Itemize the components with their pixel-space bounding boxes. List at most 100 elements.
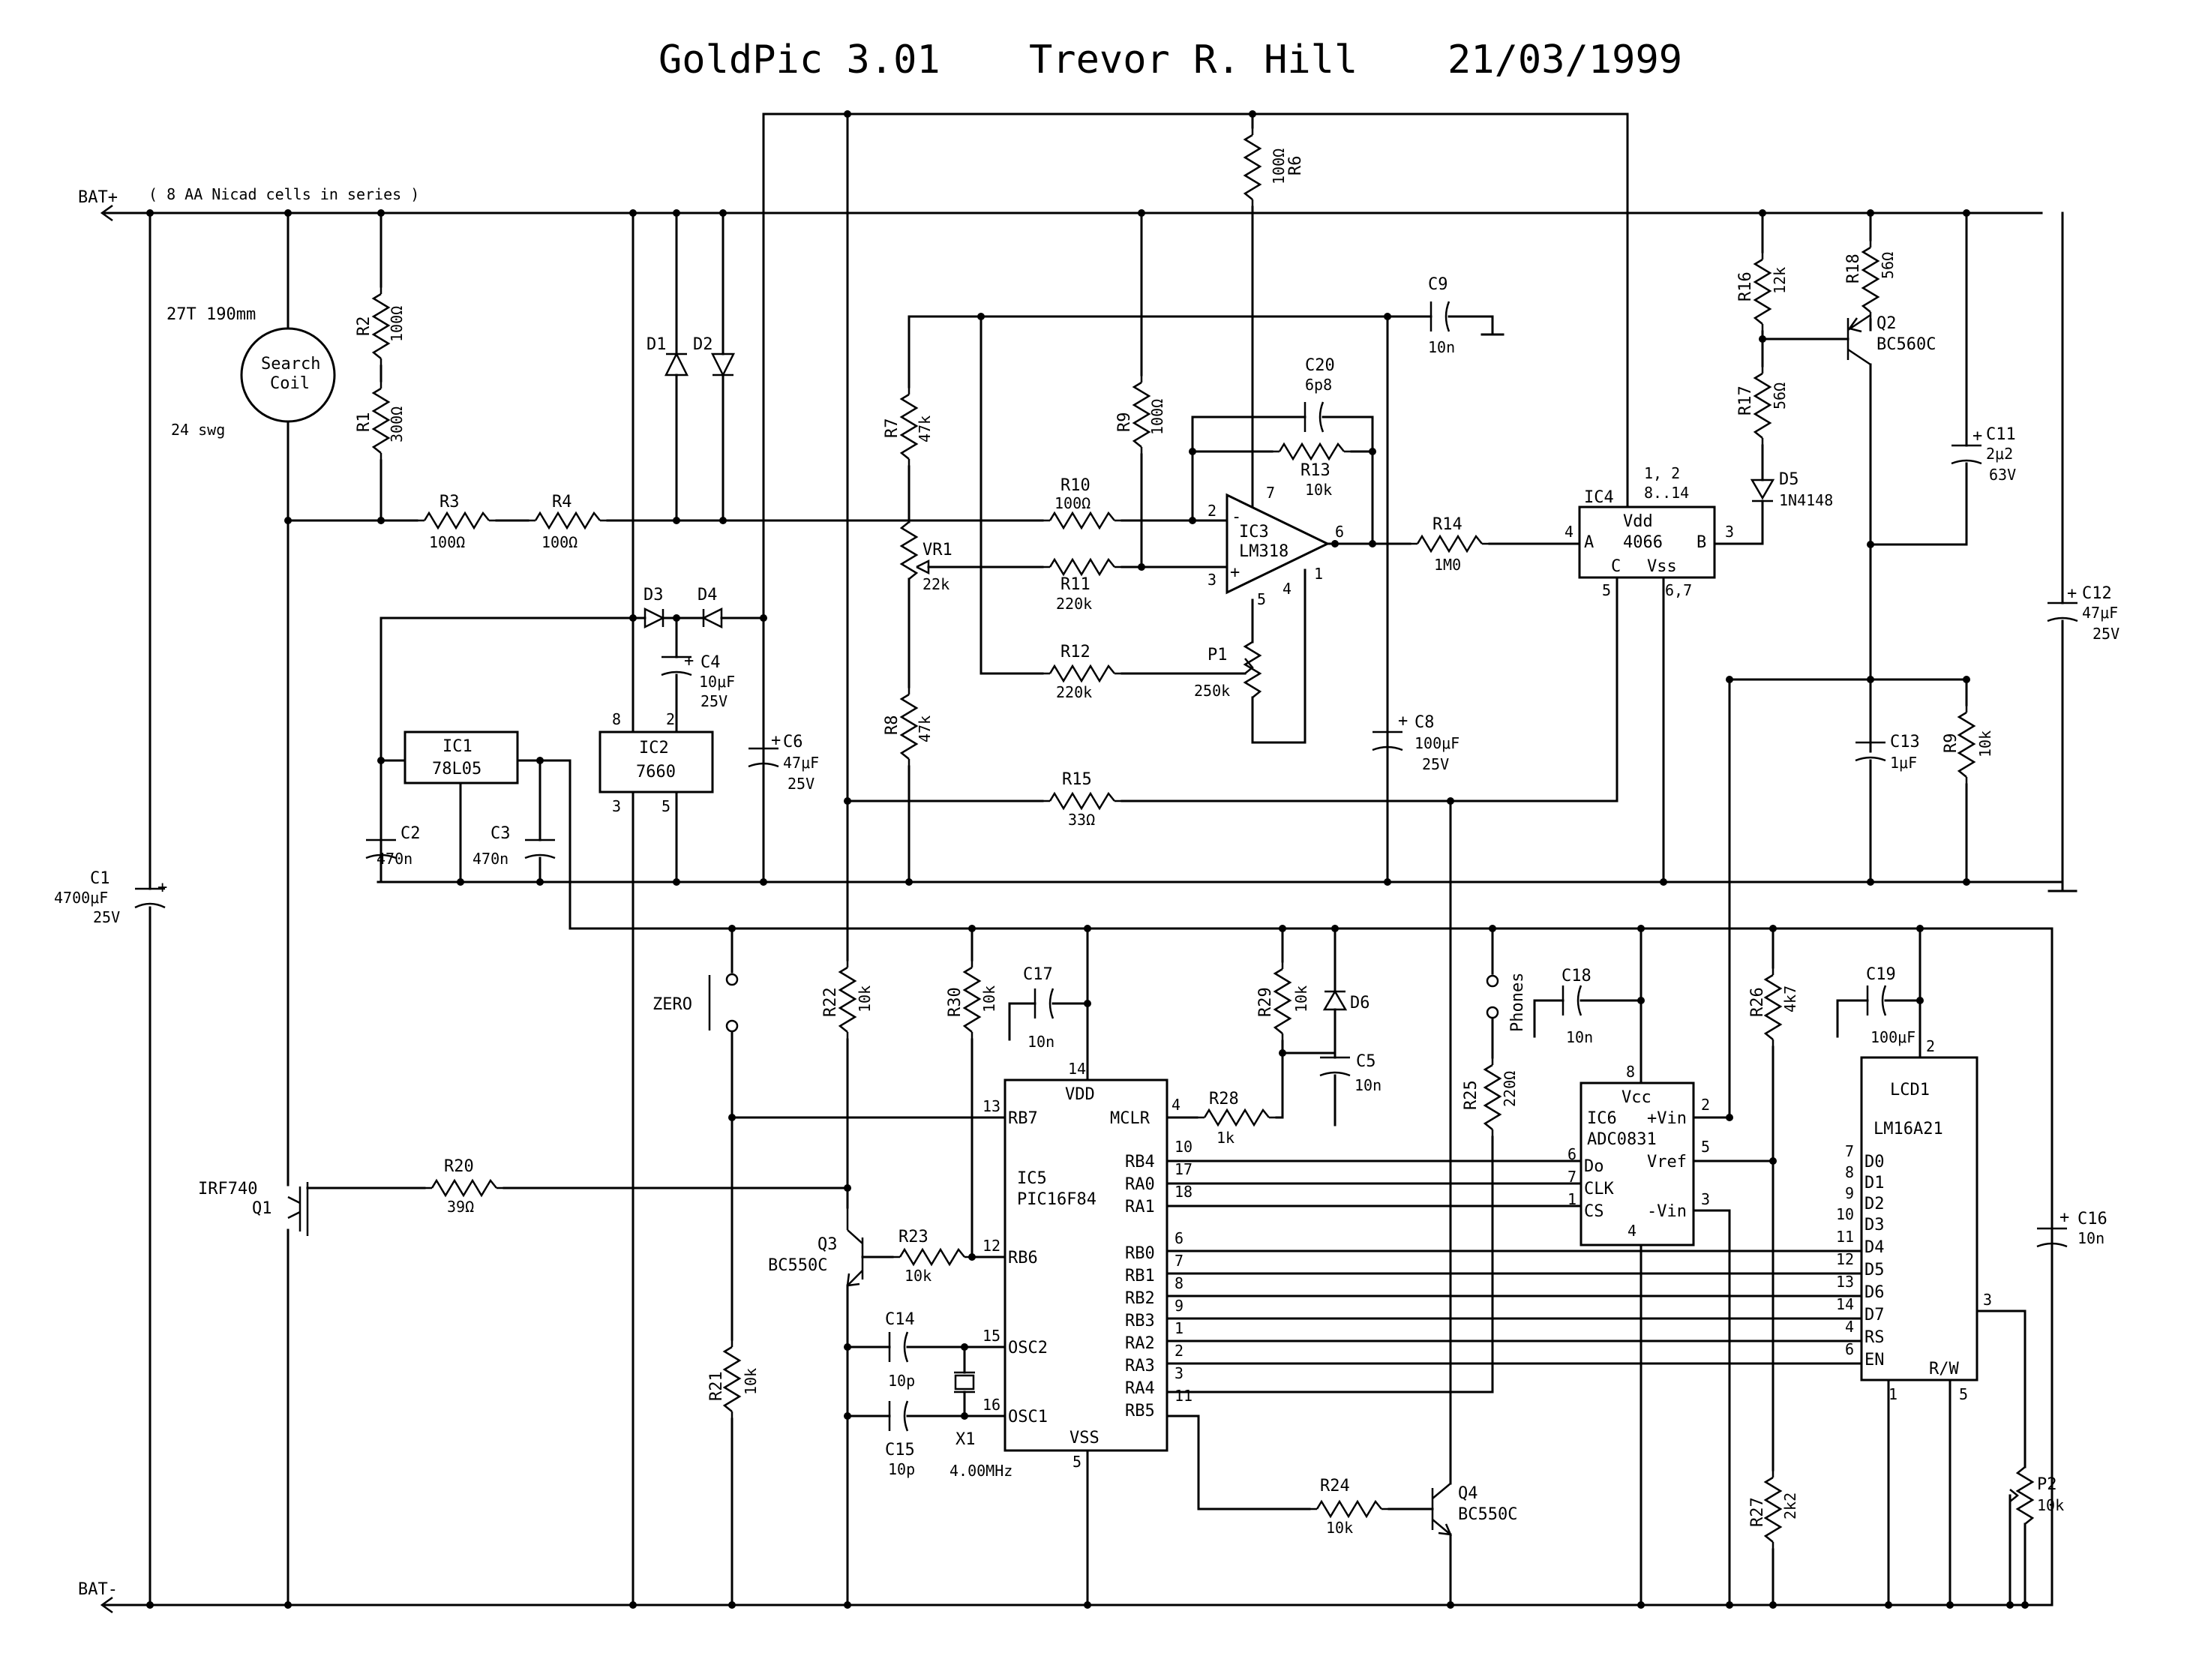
x1-crystal: X1 4.00MHz <box>950 1346 1012 1480</box>
r9-value: 100Ω <box>1148 399 1166 435</box>
c20-ref: C20 <box>1305 356 1335 375</box>
r17-value: 56Ω <box>1771 382 1789 410</box>
c6-capacitor: + C6 47μF 25V <box>747 731 819 793</box>
c4-ref: C4 <box>700 653 721 672</box>
r21-value: 10k <box>742 1368 760 1395</box>
lcd-lp3-name: D3 <box>1864 1216 1885 1234</box>
c1-value: 4700μF <box>54 889 108 907</box>
r23-value: 10k <box>904 1267 932 1285</box>
ic5-pin-mclr: 4 <box>1172 1096 1180 1114</box>
r12-value: 220k <box>1056 683 1092 701</box>
d6-diode: D6 <box>1322 927 1370 1059</box>
r12-resistor: R12 220k <box>980 643 1246 701</box>
c9-value: 10n <box>1428 338 1455 356</box>
r17-ref: R17 <box>1736 386 1755 416</box>
ic4-pin67: 6,7 <box>1665 581 1692 599</box>
ic5-rp5-pin: 8 <box>1174 1274 1184 1292</box>
c18-ref: C19 <box>1866 965 1896 984</box>
r15-ref: R14 <box>1432 515 1462 534</box>
ic3-minus: - <box>1232 508 1241 526</box>
q4-transistor: Q4 BC550C <box>1431 800 1517 1606</box>
x1-ref: X1 <box>956 1430 976 1449</box>
lcd-lp5-name: D5 <box>1864 1261 1885 1280</box>
r29-value: 10k <box>1292 986 1310 1012</box>
phones-jack[interactable]: Phones <box>1486 927 1527 1059</box>
r27-value: 2k2 <box>1781 1492 1799 1520</box>
ic3-pin2: 2 <box>1208 502 1216 520</box>
coil-label-2: Coil <box>270 374 310 393</box>
c16-value: 10n <box>1028 1033 1054 1051</box>
c18-capacitor: C19 100μF <box>1836 927 1922 1059</box>
c19-capacitor: + C16 10n <box>2036 1208 2108 1248</box>
r30-value: 10k <box>980 986 998 1012</box>
ic6-right-pins: 2 +Vin 5 Vref 3 -Vin <box>1647 1096 1710 1221</box>
zero-button[interactable]: ZERO <box>652 927 739 1341</box>
r25-value: 220Ω <box>1501 1071 1519 1107</box>
c17-capacitor: C18 10n <box>1533 927 1642 1084</box>
r21-resistor: R21 10k <box>707 1116 1006 1606</box>
lcd-lp8-name: RS <box>1864 1328 1885 1347</box>
ic2-pin5: 5 <box>662 797 670 815</box>
ic5-rp1-name: RA0 <box>1125 1175 1155 1194</box>
d5-diode: D5 1N4148 <box>1750 470 1833 545</box>
r23-ref: R23 <box>898 1228 928 1246</box>
r19-ref: R9 <box>1942 734 1960 754</box>
r11-value: 220k <box>1056 595 1092 613</box>
ic1-part: 78L05 <box>432 760 482 778</box>
lcd-lp8-pin: 4 <box>1845 1318 1854 1336</box>
r18-resistor: R18 56Ω <box>1844 212 1897 332</box>
r14-value: 10k <box>1305 481 1332 499</box>
lcd-lp6-pin: 13 <box>1836 1273 1854 1291</box>
c12-capacitor: + C12 47μF 25V <box>2046 212 2120 884</box>
r6-value: 100Ω <box>1270 148 1288 184</box>
c15-ref: C15 <box>885 1441 915 1460</box>
svg-text:+: + <box>158 878 167 897</box>
q2-transistor: Q2 BC560C <box>1761 314 1936 753</box>
ic6-vcc: Vcc <box>1622 1088 1652 1107</box>
ground-bus <box>376 880 2078 892</box>
r9-ref: R9 <box>1115 412 1134 433</box>
ic5-rp8-pin: 2 <box>1174 1342 1184 1360</box>
ic6-rp0-name: +Vin <box>1647 1109 1687 1128</box>
lcd-lp0-name: D0 <box>1864 1153 1885 1172</box>
q1-mosfet: IRF740 Q1 <box>198 1180 426 1236</box>
ic5-part: PIC16F84 <box>1017 1190 1096 1209</box>
q1-ref: Q1 <box>252 1199 272 1218</box>
svg-text:+: + <box>2060 1208 2069 1227</box>
c17-ref: C18 <box>1562 967 1592 986</box>
c14-value: 10p <box>888 1372 915 1390</box>
r22-resistor: R22 10k <box>821 112 874 1209</box>
lcd-module: LCD1 LM16A21 R/W 2 3 1 5 7 D0 8 D1 9 D2 … <box>1836 1037 2026 1606</box>
ic6-lp0-pin: 6 <box>1568 1145 1576 1163</box>
ic6-lp0-name: Do <box>1584 1157 1604 1176</box>
r4-value: 100Ω <box>542 533 578 551</box>
lcd-part: LM16A21 <box>1874 1120 1943 1138</box>
q4-ref: Q4 <box>1458 1484 1478 1503</box>
c6-value: 47μF <box>783 754 819 772</box>
c14-ref: C14 <box>885 1310 915 1329</box>
ic5-rp4-name: RB1 <box>1125 1267 1155 1286</box>
c2-value: 470n <box>376 850 412 868</box>
vr1-ref: VR1 <box>922 541 952 560</box>
ic3-pin3: 3 <box>1208 571 1216 589</box>
ic5-rp9-pin: 3 <box>1174 1364 1184 1382</box>
ic5-mclr: MCLR <box>1110 1109 1150 1128</box>
c16-ref: C17 <box>1023 965 1053 984</box>
c11-voltage: 63V <box>1989 466 2016 484</box>
lcd-lp2-pin: 9 <box>1845 1184 1854 1202</box>
q2-type: BC560C <box>1876 335 1936 354</box>
c14-capacitor: C14 10p <box>846 1310 1006 1390</box>
r26-resistor: R26 4k7 <box>1748 927 1799 1472</box>
ic2-ref: IC2 <box>639 739 669 758</box>
c3-value: 470n <box>472 850 508 868</box>
r28-ref: R28 <box>1209 1090 1239 1108</box>
q3-ref: Q3 <box>818 1235 838 1254</box>
ic4-a: A <box>1584 533 1594 552</box>
junction-dots <box>146 110 2029 1609</box>
ic6-lp1-pin: 7 <box>1568 1168 1576 1186</box>
ic4-ref: IC4 <box>1584 488 1614 507</box>
c8-voltage: 25V <box>1422 755 1449 773</box>
ic6-left-pins: 6 Do 7 CLK 1 CS <box>1568 1145 1614 1221</box>
ic3-ref: IC3 <box>1239 523 1269 542</box>
r16-ref: R16 <box>1736 272 1755 302</box>
